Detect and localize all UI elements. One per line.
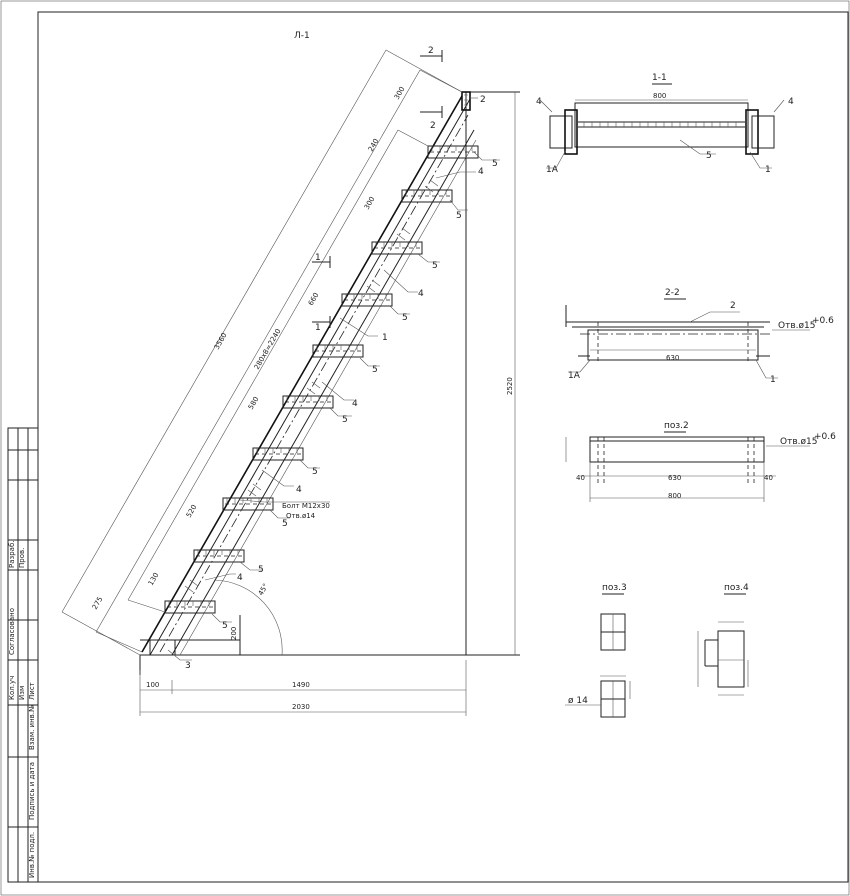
poz3-view: поз.3 ø 14 bbox=[565, 583, 631, 718]
poz2-d-left: 40 bbox=[576, 474, 585, 482]
callout-3-main: 3 bbox=[185, 661, 191, 671]
dim-300: 300 bbox=[363, 195, 377, 211]
poz2-view: поз.2 40 630 40 800 Отв.ø15 +0.6 bbox=[565, 421, 836, 502]
sheet-inner-frame bbox=[37, 11, 849, 883]
svg-text:5: 5 bbox=[432, 261, 438, 271]
title-cell-sign: Подпись и дата bbox=[28, 762, 36, 820]
main-view: Л-1 bbox=[61, 31, 520, 716]
s22-hole-note: Отв.ø15 bbox=[778, 321, 815, 331]
dim-bottom-100: 100 bbox=[146, 681, 159, 689]
s22-callout-1a: 1А bbox=[568, 371, 581, 381]
svg-text:5: 5 bbox=[342, 415, 348, 425]
poz3-dia: ø 14 bbox=[568, 696, 588, 706]
step-03 bbox=[371, 241, 423, 255]
step-04 bbox=[341, 293, 393, 307]
main-view-title: Л-1 bbox=[294, 31, 310, 41]
svg-text:4: 4 bbox=[352, 399, 358, 409]
dim-bottom-2030: 2030 bbox=[292, 703, 310, 711]
svg-text:4: 4 bbox=[237, 573, 243, 583]
dim-660: 660 bbox=[307, 291, 321, 307]
cut-mark-2-bot: 2 bbox=[430, 121, 436, 131]
svg-text:5: 5 bbox=[402, 313, 408, 323]
poz2-hole-note: Отв.ø15 bbox=[780, 437, 817, 447]
title-cell-inv: Инв.№ подл. bbox=[28, 832, 36, 878]
title-block: Инв.№ подл. Подпись и дата Взам. инв.№ И… bbox=[7, 427, 39, 883]
svg-text:5: 5 bbox=[492, 159, 498, 169]
title-cell-razrab: Разраб. bbox=[8, 540, 16, 568]
callout-1-main: 1 bbox=[382, 333, 388, 343]
section-1-1-width: 800 bbox=[653, 92, 666, 100]
s11-callout-1: 1 bbox=[765, 165, 771, 175]
dim-top-300: 300 bbox=[393, 85, 407, 101]
svg-text:5: 5 bbox=[222, 621, 228, 631]
s22-inner-dim: 630 bbox=[666, 354, 679, 362]
cut-mark-2-top: 2 bbox=[428, 46, 434, 56]
poz2-title: поз.2 bbox=[664, 421, 689, 431]
title-cell-vzam: Взам. инв.№ bbox=[28, 705, 36, 750]
title-cell-prov: Пров. bbox=[18, 548, 26, 568]
step-01 bbox=[427, 145, 479, 159]
callout-2-top: 2 bbox=[480, 95, 486, 105]
section-1-1-title: 1-1 bbox=[652, 73, 667, 83]
svg-text:5: 5 bbox=[312, 467, 318, 477]
poz2-d-mid: 630 bbox=[668, 474, 681, 482]
dim-angle: 45° bbox=[257, 582, 270, 597]
svg-text:4: 4 bbox=[296, 485, 302, 495]
svg-text:5: 5 bbox=[372, 365, 378, 375]
poz4-title: поз.4 bbox=[724, 583, 749, 593]
poz4-view: поз.4 bbox=[697, 583, 749, 696]
poz2-d-total: 800 bbox=[668, 492, 681, 500]
step-05 bbox=[312, 344, 364, 358]
step-07 bbox=[252, 447, 304, 461]
dim-rise-200: 200 bbox=[230, 627, 238, 640]
section-1-1: 1-1 800 4 4 1А 1 5 bbox=[536, 73, 794, 175]
cut-mark-1-bot: 1 bbox=[315, 323, 321, 333]
s22-plus: +0.6 bbox=[812, 316, 834, 326]
cut-mark-1-top: 1 bbox=[315, 253, 321, 263]
section-2-2: 2-2 630 2 1А 1 Отв.ø15 +0.6 bbox=[565, 288, 834, 385]
dim-height: 2520 bbox=[506, 377, 514, 395]
svg-text:5: 5 bbox=[258, 565, 264, 575]
title-cell-list: Лист bbox=[28, 682, 36, 700]
callouts-pos4: 4 4 4 4 4 bbox=[204, 167, 484, 583]
s11-callout-5: 5 bbox=[706, 151, 712, 161]
title-cell-izm: Изм bbox=[18, 686, 26, 700]
callouts-pos5: 5 5 5 5 5 5 5 5 5 5 bbox=[211, 151, 500, 631]
svg-text:5: 5 bbox=[282, 519, 288, 529]
s22-callout-2: 2 bbox=[730, 301, 736, 311]
s11-callout-4-right: 4 bbox=[788, 97, 794, 107]
s11-callout-4-left: 4 bbox=[536, 97, 542, 107]
poz2-plus: +0.6 bbox=[814, 432, 836, 442]
s22-callout-1: 1 bbox=[770, 375, 776, 385]
dim-bottom-1490: 1490 bbox=[292, 681, 310, 689]
svg-text:5: 5 bbox=[456, 211, 462, 221]
poz3-title: поз.3 bbox=[602, 583, 627, 593]
poz2-d-right: 40 bbox=[764, 474, 773, 482]
dim-240: 240 bbox=[367, 137, 381, 153]
dim-580: 580 bbox=[247, 395, 261, 411]
step-06 bbox=[282, 395, 334, 409]
hole-note: Отв.ø14 bbox=[286, 512, 316, 520]
svg-text:4: 4 bbox=[418, 289, 424, 299]
s11-callout-1a: 1А bbox=[546, 165, 559, 175]
dim-520: 520 bbox=[185, 503, 199, 519]
step-10 bbox=[164, 600, 216, 614]
step-09 bbox=[193, 549, 245, 563]
bolt-note: Болт М12х30 bbox=[282, 502, 330, 510]
svg-text:4: 4 bbox=[478, 167, 484, 177]
dim-overall-length: 3560 bbox=[213, 332, 229, 351]
dim-275: 275 bbox=[91, 595, 105, 611]
section-2-2-title: 2-2 bbox=[665, 288, 680, 298]
step-02 bbox=[401, 189, 453, 203]
title-cell-sogl: Согласовано bbox=[8, 608, 16, 655]
dim-130: 130 bbox=[147, 571, 161, 587]
title-cell-kol: Кол.уч bbox=[8, 676, 16, 700]
